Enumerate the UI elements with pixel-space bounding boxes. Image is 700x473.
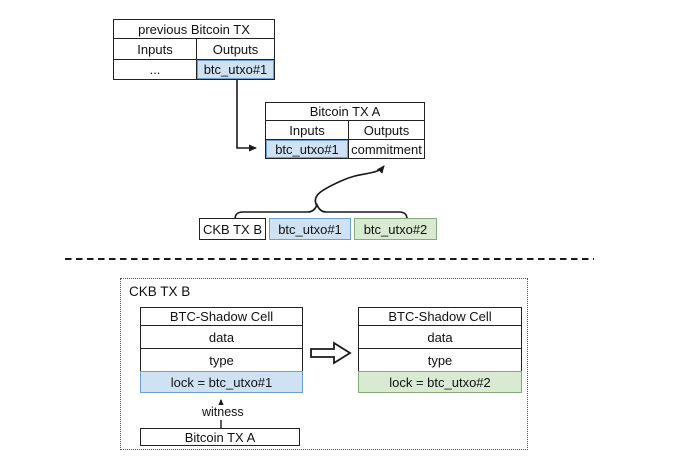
- prev-bitcoin-tx-table: previous Bitcoin TX Inputs Outputs ... b…: [113, 19, 275, 80]
- bitcoin-tx-a-title: Bitcoin TX A: [266, 103, 424, 121]
- ckb-output-utxo2-label: btc_utxo#2: [363, 221, 428, 237]
- witness-label: witness: [200, 405, 246, 419]
- bitcoin-tx-a-bottom-label: Bitcoin TX A: [184, 429, 256, 445]
- arrow-ckb-to-commitment: [314, 165, 385, 207]
- shadow-cell-before-lock-row: lock = btc_utxo#1: [140, 371, 303, 393]
- tx-a-output-commitment: commitment: [348, 140, 424, 158]
- prev-tx-inputs-header: Inputs: [137, 41, 173, 57]
- tx-a-input-utxo1: btc_utxo#1: [266, 140, 348, 158]
- shadow-cell-before-data-row: data: [208, 329, 235, 345]
- shadow-cell-after-lock-row: lock = btc_utxo#2: [358, 371, 522, 393]
- prev-tx-input-value: ...: [149, 62, 161, 77]
- prev-tx-outputs-header: Outputs: [196, 39, 274, 59]
- shadow-cell-after: BTC-Shadow Cell data type lock = btc_utx…: [358, 307, 522, 393]
- tx-a-outputs-header: Outputs: [348, 121, 424, 139]
- ckb-tx-b-label: CKB TX B: [202, 221, 262, 237]
- shadow-cell-after-data-row: data: [427, 329, 453, 345]
- shadow-cell-after-type-row: type: [359, 348, 521, 371]
- arrow-prev-output-to-txa-input: [236, 78, 257, 152]
- ckb-tx-b-container-label: CKB TX B: [129, 284, 191, 299]
- shadow-cell-before-title: BTC-Shadow Cell: [141, 308, 302, 326]
- tx-a-inputs-header: Inputs: [289, 122, 325, 138]
- bitcoin-tx-a-bottom-box: Bitcoin TX A: [140, 428, 300, 446]
- bitcoin-tx-a-table: Bitcoin TX A Inputs Outputs btc_utxo#1 c…: [265, 102, 425, 159]
- ckb-output-utxo2-box: btc_utxo#2: [354, 218, 437, 240]
- ckb-tx-b-box: CKB TX B: [199, 218, 266, 240]
- shadow-cell-before-type-row: type: [141, 348, 302, 371]
- shadow-cell-before: BTC-Shadow Cell data type lock = btc_utx…: [140, 307, 303, 393]
- prev-bitcoin-tx-title: previous Bitcoin TX: [114, 20, 274, 39]
- bracket-ckb-outputs: [234, 202, 408, 220]
- ckb-tx-b-container: [120, 278, 528, 450]
- ckb-output-utxo1-label: btc_utxo#1: [278, 221, 342, 237]
- prev-tx-output-utxo1: btc_utxo#1: [196, 60, 274, 79]
- shadow-cell-after-title: BTC-Shadow Cell: [359, 308, 521, 326]
- ckb-output-utxo1-box: btc_utxo#1: [269, 218, 351, 240]
